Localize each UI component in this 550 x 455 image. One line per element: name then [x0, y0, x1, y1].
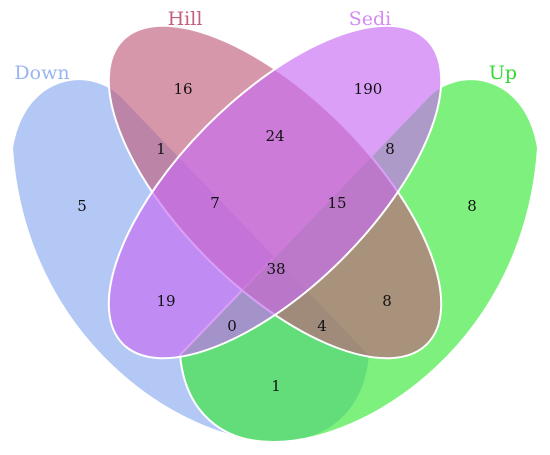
region-value-down-sedi: 19 [156, 292, 175, 310]
set-label-sedi: Sedi [349, 8, 392, 30]
region-value-down-up: 1 [271, 377, 281, 395]
region-value-down-hill-sedi: 7 [210, 194, 220, 212]
region-value-hill: 16 [173, 80, 192, 98]
set-label-hill: Hill [168, 8, 203, 30]
region-value-hill-sedi-up: 15 [327, 194, 346, 212]
venn-shapes [10, 24, 540, 444]
region-value-hill-sedi: 24 [265, 127, 284, 145]
region-value-down-sedi-up: 0 [227, 317, 237, 335]
set-label-up: Up [489, 62, 517, 84]
region-value-up: 8 [467, 197, 477, 215]
region-value-sedi: 190 [354, 80, 383, 98]
set-shape-sedi [107, 24, 443, 360]
region-value-hill-up: 8 [382, 292, 392, 310]
region-value-down-hill: 1 [156, 140, 166, 158]
region-value-down-hill-sedi-up: 38 [266, 260, 285, 278]
region-value-sedi-up: 8 [385, 140, 395, 158]
region-value-down-hill-up: 4 [317, 317, 327, 335]
set-label-down: Down [14, 62, 69, 84]
region-value-down: 5 [77, 197, 87, 215]
